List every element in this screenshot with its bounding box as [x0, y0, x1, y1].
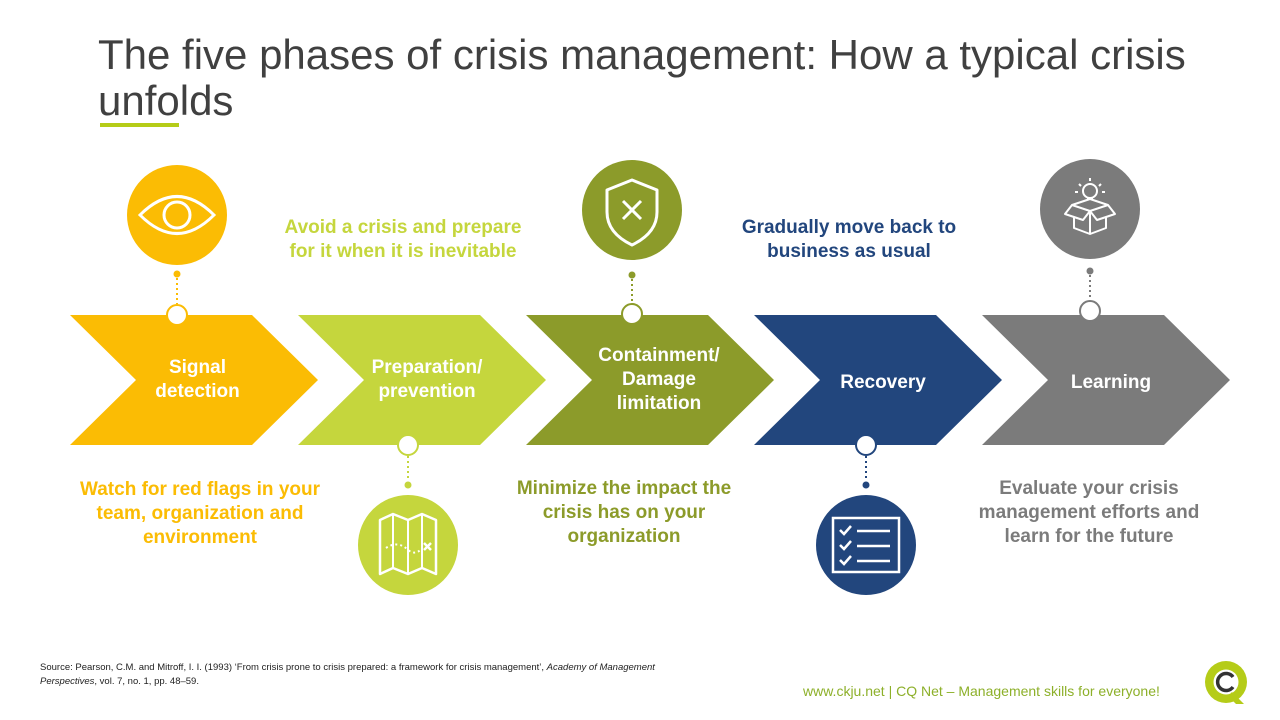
chevron-label-line: Containment/ [598, 345, 720, 366]
page-title: The five phases of crisis management: Ho… [98, 31, 1186, 124]
chevron-label-signal: Signal detection [130, 356, 265, 404]
source-citation: Source: Pearson, C.M. and Mitroff, I. I.… [40, 661, 680, 689]
chevron-label-line: Signal [168, 357, 226, 378]
connector-learning [1079, 267, 1101, 322]
description-line: Minimize the impact the [516, 478, 732, 499]
description-recovery: Gradually move back to business as usual [719, 216, 979, 264]
chevron-label-learning: Learning [1041, 371, 1181, 395]
title-underline [100, 123, 179, 127]
footer-text[interactable]: www.ckju.net | CQ Net – Management skill… [803, 683, 1160, 699]
description-line: Avoid a crisis and prepare [284, 217, 522, 238]
description-learning: Evaluate your crisis management efforts … [939, 477, 1239, 549]
description-line: business as usual [767, 241, 931, 262]
chevron-signal-detection [70, 315, 318, 445]
chevron-label-preparation: Preparation/ prevention [352, 356, 502, 404]
map-icon [358, 495, 458, 595]
cq-logo [1205, 661, 1247, 704]
connector-preparation [397, 434, 419, 489]
chevron-recovery [754, 315, 1002, 445]
checklist-icon [816, 495, 916, 595]
connector-containment [621, 271, 643, 325]
source-prefix: Source: Pearson, C.M. and Mitroff, I. I.… [40, 662, 547, 673]
lightbulb-box-icon [1040, 159, 1140, 259]
chevron-learning [982, 315, 1230, 445]
description-line: Evaluate your crisis [999, 478, 1179, 499]
description-line: Gradually move back to [741, 217, 957, 238]
connector-recovery [855, 434, 877, 489]
source-journal: Academy of Management Perspectives [40, 662, 655, 687]
description-line: for it when it is inevitable [289, 241, 517, 262]
chevron-label-line: Damage [622, 369, 696, 390]
description-line: management efforts and [978, 502, 1200, 523]
description-line: environment [142, 527, 258, 548]
description-containment: Minimize the impact the crisis has on yo… [474, 477, 774, 549]
chevron-label-line: Preparation/ [371, 357, 483, 378]
description-line: Watch for red flags in your [80, 479, 320, 500]
eye-icon [127, 165, 227, 265]
chevron-containment [526, 315, 774, 445]
chevron-label-line: prevention [378, 381, 476, 402]
chevron-label-containment: Containment/ Damage limitation [584, 344, 734, 416]
shield-x-icon [582, 160, 682, 260]
chevron-preparation [298, 315, 546, 445]
chevron-label-line: detection [155, 381, 240, 402]
connector-signal [166, 270, 188, 326]
description-line: organization [567, 526, 681, 547]
description-line: team, organization and [96, 503, 304, 524]
source-suffix: , vol. 7, no. 1, pp. 48–59. [94, 676, 199, 687]
description-preparation: Avoid a crisis and prepare for it when i… [253, 216, 553, 264]
description-line: learn for the future [1004, 526, 1174, 547]
chevron-label-line: limitation [616, 393, 702, 414]
description-signal: Watch for red flags in your team, organi… [40, 478, 360, 550]
chevron-label-recovery: Recovery [813, 371, 953, 395]
chevron-label-line: Recovery [840, 372, 926, 393]
chevron-label-line: Learning [1070, 372, 1152, 393]
description-line: crisis has on your [542, 502, 706, 523]
